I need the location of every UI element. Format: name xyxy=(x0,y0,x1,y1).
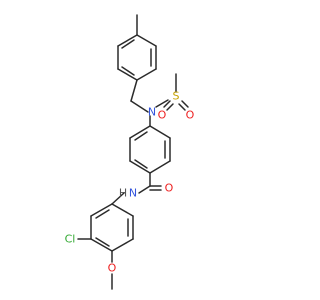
atom-cl: Cl xyxy=(65,233,76,246)
bond-benzyl xyxy=(130,79,138,102)
bond-s-o-left xyxy=(163,100,171,108)
bond-s-o-right-2 xyxy=(178,103,186,111)
atom-o-amide: O xyxy=(165,182,174,195)
atom-n-sulfonamide: N xyxy=(148,106,156,119)
bond-n-s xyxy=(155,99,169,108)
bond-ring3 xyxy=(90,238,113,252)
bond-ring3 xyxy=(111,238,134,252)
atom-s: S xyxy=(173,90,180,103)
bond-ring1-inner xyxy=(121,39,135,49)
bonds xyxy=(77,14,189,290)
bond-ring3-inner xyxy=(95,209,110,219)
bond-c-n xyxy=(138,185,151,194)
atom-o-methoxy: O xyxy=(108,262,117,275)
bond-ring3-inner xyxy=(95,237,110,247)
bond-ring2-inner xyxy=(134,131,148,141)
bond-s-o-left-2 xyxy=(166,103,174,111)
bond-ring1 xyxy=(117,68,138,81)
bond-ring3 xyxy=(111,203,134,217)
atom-labels: N S O O O N H Cl O xyxy=(65,90,195,275)
bond-ring1 xyxy=(136,34,157,47)
bond-ring2 xyxy=(149,125,171,139)
bond-ring3 xyxy=(90,203,113,217)
molecule-structure: N S O O O N H Cl O xyxy=(65,14,195,290)
atom-h-amide: H xyxy=(119,187,127,200)
bond-ring2 xyxy=(149,160,171,174)
bond-ring2 xyxy=(129,160,151,174)
bond-n-ring3 xyxy=(111,192,125,205)
bond-ring1-inner xyxy=(121,66,135,76)
bond-ring1 xyxy=(136,68,157,81)
atom-o-s-left: O xyxy=(158,109,167,122)
bond-ring2 xyxy=(129,125,151,139)
molecule-diagram: N S O O O N H Cl O xyxy=(65,14,195,290)
bond-ring2-inner xyxy=(134,159,148,169)
bond-ch2-n xyxy=(130,100,149,113)
bond-s-o-right xyxy=(181,100,189,108)
bond-ring1 xyxy=(117,34,138,47)
atom-o-s-right: O xyxy=(186,109,195,122)
atom-n-amide: N xyxy=(129,187,137,200)
